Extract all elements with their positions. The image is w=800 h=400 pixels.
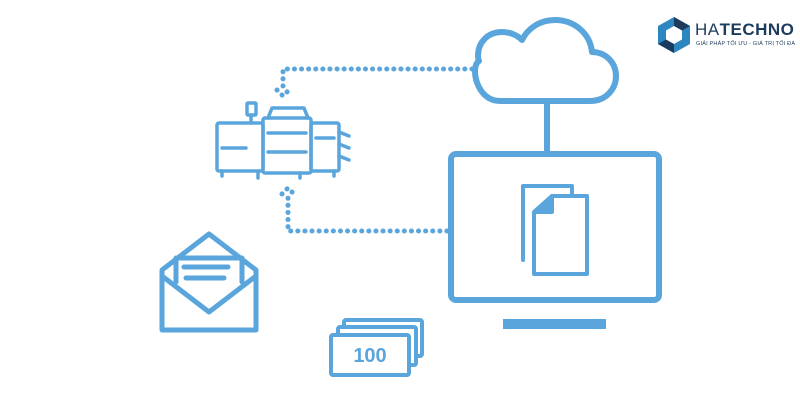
brand-logo: HATECHNO GIẢI PHÁP TỐI ƯU - GIÁ TRỊ TỐI … [655,16,795,56]
cloud-printer-connector [274,66,475,100]
brand-tagline: GIẢI PHÁP TỐI ƯU - GIÁ TRỊ TỐI ĐA [696,41,796,47]
hexagon-logo-icon [658,17,690,53]
documents-icon [521,184,589,276]
production-printer-icon [215,101,351,180]
monitor-printer-connector [279,184,450,234]
monitor-icon [448,151,662,329]
banknote-label: 100 [353,345,386,367]
envelope-icon [159,231,259,333]
cloud-icon [472,17,619,104]
brand-name: HATECHNO [695,20,795,39]
banknotes-icon [329,318,424,377]
